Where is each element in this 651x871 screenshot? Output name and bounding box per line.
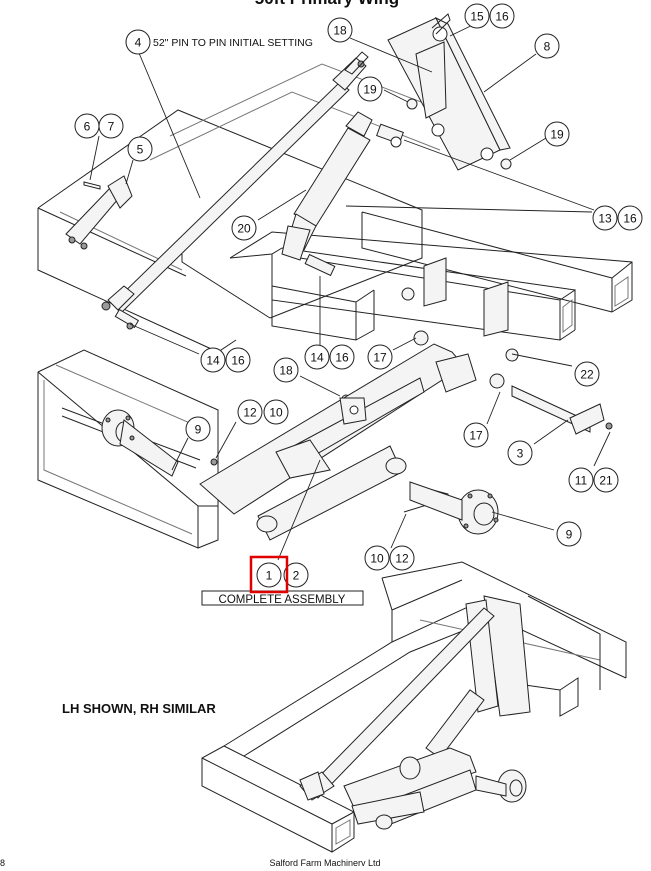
svg-text:9: 9	[195, 423, 202, 437]
svg-text:13: 13	[598, 212, 612, 226]
callout-21[interactable]: 21	[593, 467, 619, 493]
callout-18[interactable]: 18	[273, 357, 299, 383]
callout-19[interactable]: 19	[357, 76, 383, 102]
callout-1-highlight	[249, 555, 289, 594]
callout-17[interactable]: 17	[367, 344, 393, 370]
svg-text:17: 17	[469, 429, 483, 443]
svg-text:15: 15	[470, 10, 484, 24]
pin-6	[83, 181, 101, 190]
svg-text:4: 4	[135, 36, 142, 50]
link-arm	[65, 175, 133, 250]
svg-text:16: 16	[623, 212, 637, 226]
callout-9[interactable]: 9	[185, 416, 211, 442]
callout-18[interactable]: 18	[327, 17, 353, 43]
callout-13[interactable]: 13	[592, 205, 618, 231]
svg-text:10: 10	[269, 406, 283, 420]
svg-text:17: 17	[373, 351, 387, 365]
svg-text:18: 18	[279, 364, 293, 378]
lh-shown-note: LH SHOWN, RH SIMILAR	[62, 701, 216, 716]
callout-4[interactable]: 4	[125, 29, 151, 55]
complete-assembly-label: COMPLETE ASSEMBLY	[219, 594, 346, 606]
lower-swing-arm	[199, 343, 477, 541]
callout-7[interactable]: 7	[98, 113, 124, 139]
callout-8[interactable]: 8	[534, 33, 560, 59]
callout-5[interactable]: 5	[127, 136, 153, 162]
callout-14[interactable]: 14	[200, 347, 226, 373]
svg-text:19: 19	[363, 83, 377, 97]
svg-text:19: 19	[550, 128, 564, 142]
page-title: 50ft Primary Wing	[255, 0, 399, 8]
callout-20[interactable]: 20	[231, 215, 257, 241]
callout-11[interactable]: 11	[568, 467, 594, 493]
callout-2[interactable]: 2	[283, 562, 309, 588]
svg-text:14: 14	[206, 354, 220, 368]
upright-bracket	[387, 13, 511, 171]
svg-text:20: 20	[237, 222, 251, 236]
callout-16[interactable]: 16	[489, 3, 515, 29]
svg-text:1: 1	[266, 569, 273, 583]
svg-text:18: 18	[333, 24, 347, 38]
callout-16[interactable]: 16	[617, 205, 643, 231]
callout-6[interactable]: 6	[74, 113, 100, 139]
svg-text:2: 2	[293, 569, 300, 583]
callout-15[interactable]: 15	[464, 3, 490, 29]
wing-frame	[37, 63, 633, 549]
svg-text:22: 22	[580, 368, 594, 382]
wheel-hub-right	[409, 481, 499, 535]
beam-brackets	[281, 225, 509, 337]
leader-lines	[89, 19, 611, 561]
svg-text:9: 9	[566, 528, 573, 542]
page-number: 8	[0, 858, 5, 866]
main-tension-rod	[101, 51, 369, 313]
callout-1[interactable]: 1	[256, 562, 282, 588]
svg-text:16: 16	[335, 351, 349, 365]
svg-text:7: 7	[108, 120, 115, 134]
callout-10[interactable]: 10	[263, 399, 289, 425]
callout-12[interactable]: 12	[237, 399, 263, 425]
callout-10[interactable]: 10	[364, 545, 390, 571]
callout-17[interactable]: 17	[463, 422, 489, 448]
svg-text:14: 14	[310, 351, 324, 365]
svg-text:16: 16	[495, 10, 509, 24]
callout-16[interactable]: 16	[225, 347, 251, 373]
callout-9[interactable]: 9	[556, 521, 582, 547]
svg-text:6: 6	[84, 120, 91, 134]
assembled-view	[201, 561, 627, 853]
pin-to-pin-note: 52" PIN TO PIN INITIAL SETTING	[153, 37, 313, 49]
svg-text:12: 12	[395, 552, 409, 566]
callout-19[interactable]: 19	[544, 121, 570, 147]
wheel-hub-left	[101, 409, 179, 477]
callout-12[interactable]: 12	[389, 545, 415, 571]
svg-text:16: 16	[231, 354, 245, 368]
svg-text:8: 8	[544, 40, 551, 54]
svg-text:5: 5	[137, 143, 144, 157]
footer-company: Salford Farm Machinery Ltd	[269, 858, 380, 866]
svg-text:11: 11	[575, 474, 588, 488]
svg-text:21: 21	[599, 474, 613, 488]
callout-14[interactable]: 14	[304, 344, 330, 370]
callout-16[interactable]: 16	[329, 344, 355, 370]
svg-text:3: 3	[517, 447, 524, 461]
svg-text:12: 12	[243, 406, 257, 420]
pins-and-bushings	[114, 98, 613, 513]
callout-3[interactable]: 3	[507, 440, 533, 466]
svg-text:10: 10	[370, 552, 384, 566]
callout-22[interactable]: 22	[574, 361, 600, 387]
